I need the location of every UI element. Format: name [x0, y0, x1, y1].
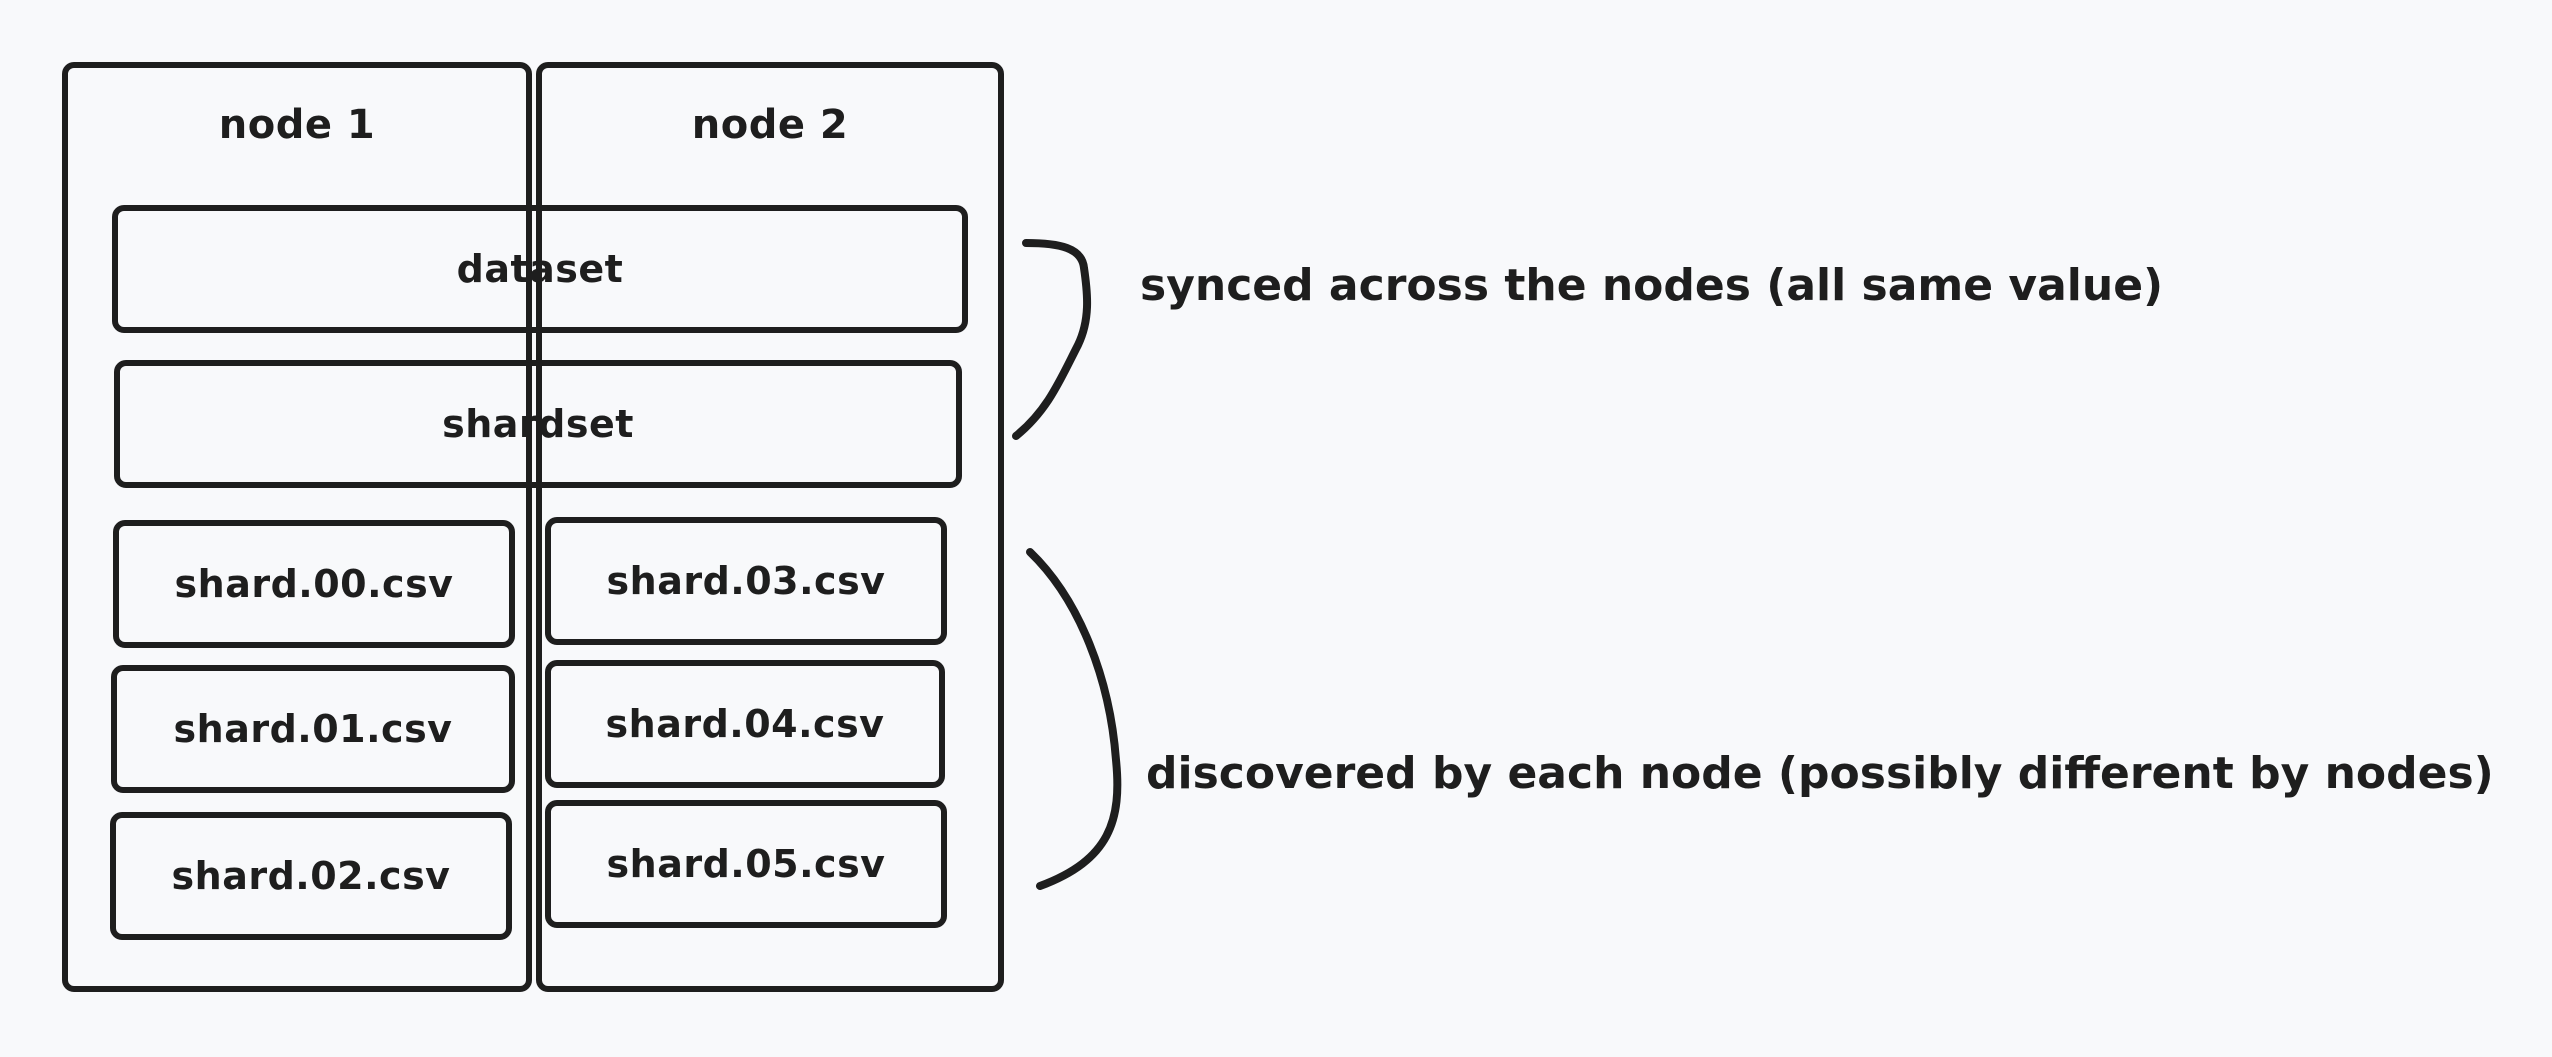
shard-00-box	[113, 520, 515, 648]
shardset-box	[114, 360, 962, 488]
node-1-title: node 1	[218, 102, 376, 148]
shard-01-box	[111, 665, 515, 793]
shard-02-box	[110, 812, 512, 940]
shard-03-label: shard.03.csv	[606, 559, 886, 603]
node-1-container	[62, 62, 532, 992]
shard-02-label: shard.02.csv	[171, 854, 451, 898]
dataset-box	[112, 205, 968, 333]
shard-05-box	[545, 800, 947, 928]
discovered-bracket	[1026, 548, 1122, 890]
shard-00-label: shard.00.csv	[174, 562, 454, 606]
discovered-annotation: discovered by each node (possibly differ…	[1146, 748, 2494, 799]
synced-bracket	[1012, 239, 1092, 440]
shard-04-label: shard.04.csv	[605, 702, 885, 746]
dataset-label: dataset	[456, 247, 624, 291]
node-2-container	[536, 62, 1004, 992]
shard-03-box	[545, 517, 947, 645]
synced-annotation: synced across the nodes (all same value)	[1140, 260, 2164, 311]
shardset-label: shardset	[442, 402, 634, 446]
shard-05-label: shard.05.csv	[606, 842, 886, 886]
shard-01-label: shard.01.csv	[173, 707, 453, 751]
node-2-title: node 2	[691, 102, 849, 148]
shard-04-box	[545, 660, 945, 788]
